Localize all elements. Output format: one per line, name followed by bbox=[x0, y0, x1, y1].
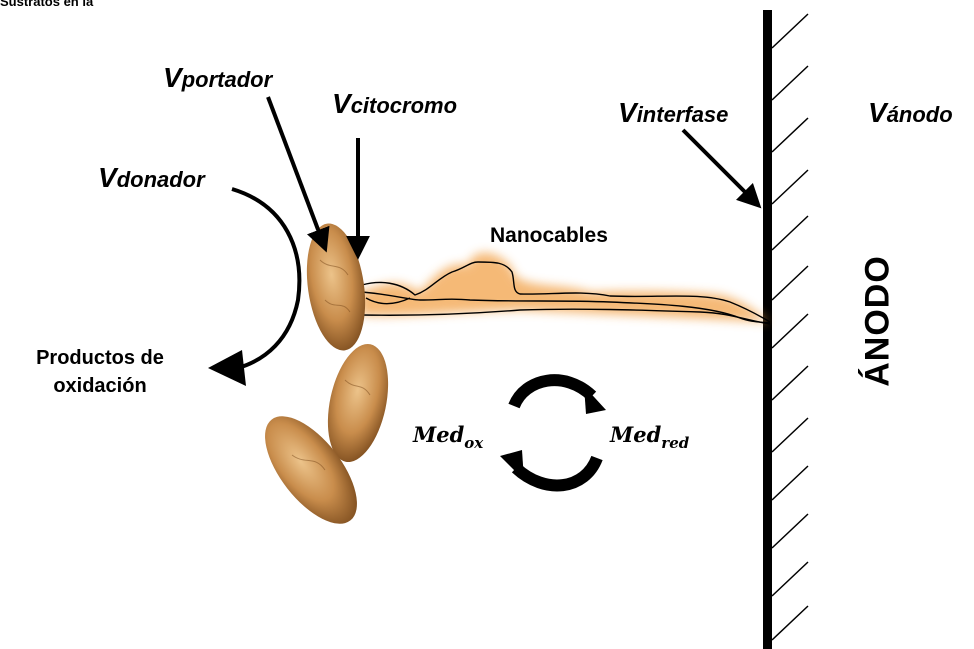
nanocables-label: Nanocables bbox=[490, 224, 608, 248]
med-red-label: Medred bbox=[610, 422, 689, 447]
v-anodo-subscript: ánodo bbox=[887, 102, 953, 127]
nanowires bbox=[360, 253, 770, 324]
productos-line-1: Productos de bbox=[15, 344, 185, 372]
med-ox-subscript: ox bbox=[464, 434, 483, 452]
v-donador-subscript: donador bbox=[117, 167, 205, 192]
v-citocromo-subscript: citocromo bbox=[351, 93, 457, 118]
productos-line-2: oxidación bbox=[15, 372, 185, 400]
v-portador-label: Vportador bbox=[163, 62, 272, 94]
productos-label: Productos de oxidación bbox=[15, 344, 185, 400]
interfase-arrow bbox=[683, 130, 758, 205]
v-anodo-label: Vánodo bbox=[868, 97, 953, 129]
cut-text: Sustratos en la bbox=[0, 0, 93, 9]
v-portador-symbol: V bbox=[163, 62, 182, 93]
med-ox-label: Medox bbox=[413, 422, 483, 447]
bacterium-1 bbox=[299, 220, 372, 355]
med-ox-base: Med bbox=[413, 422, 464, 447]
v-interfase-symbol: V bbox=[618, 97, 637, 128]
v-citocromo-label: Vcitocromo bbox=[332, 88, 457, 120]
v-donador-label: Vdonador bbox=[98, 162, 205, 194]
med-red-subscript: red bbox=[661, 434, 689, 452]
curved-arrow-icon bbox=[208, 189, 299, 386]
v-interfase-label: Vinterfase bbox=[618, 97, 728, 129]
anode-hatching bbox=[772, 14, 808, 640]
anode-bar bbox=[763, 10, 772, 649]
v-portador-subscript: portador bbox=[182, 67, 272, 92]
bacteria-group bbox=[248, 220, 398, 539]
portador-arrow bbox=[268, 97, 325, 248]
v-citocromo-symbol: V bbox=[332, 88, 351, 119]
v-anodo-symbol: V bbox=[868, 97, 887, 128]
med-red-base: Med bbox=[610, 422, 661, 447]
v-donador-symbol: V bbox=[98, 162, 117, 193]
anodo-label: ÁNODO bbox=[859, 255, 898, 387]
anode-wall bbox=[763, 10, 808, 649]
cycle-arrows-icon bbox=[500, 380, 606, 485]
nanowire-glow bbox=[360, 253, 770, 322]
v-interfase-subscript: interfase bbox=[637, 102, 729, 127]
